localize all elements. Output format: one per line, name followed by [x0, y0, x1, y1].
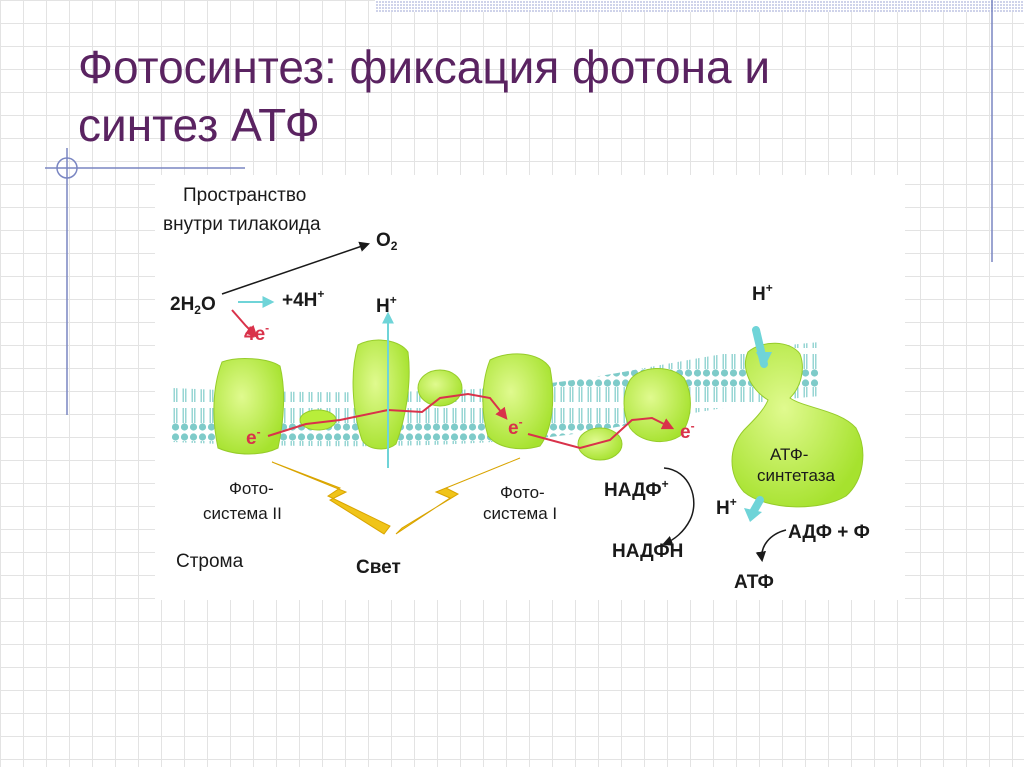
atp-label: АТФ — [734, 572, 774, 593]
o2-label: O2 — [376, 230, 398, 253]
electrons-4e-label: 4e- — [244, 321, 269, 345]
slide-title: Фотосинтез: фиксация фотона и синтез АТФ — [78, 41, 771, 151]
photosystem-2-complex — [213, 358, 285, 455]
photosystem1-label: Фото- — [500, 483, 545, 502]
atp-synthase-label: АТФ- — [770, 445, 808, 464]
light-bolt-icon — [271, 457, 521, 535]
water-label: 2H2O — [170, 294, 216, 317]
electron-ps2-label: e- — [246, 425, 261, 449]
atp-synthase-label-2: синтетаза — [757, 466, 836, 485]
plastoquinone — [299, 409, 337, 431]
nadp-label: НАДФ+ — [604, 477, 669, 501]
thylakoid-space-label: Пространство — [183, 185, 306, 206]
h-plus-bottom-label: H+ — [716, 495, 737, 519]
protons-4h-label: +4H+ — [282, 287, 324, 311]
adp-to-atp-arrow — [755, 529, 787, 563]
photosystem-1-complex — [482, 353, 554, 450]
h-plus-top-label: H+ — [752, 281, 773, 305]
thylakoid-space-label-2: внутри тилакоида — [163, 214, 321, 235]
plastocyanin — [417, 369, 463, 407]
photosystem1-label-2: система I — [483, 504, 557, 523]
decorative-top-strip — [375, 0, 1024, 12]
atp-synthase — [731, 342, 864, 508]
nadp-reduction-arrow — [662, 467, 695, 546]
cytochrome-complex — [352, 339, 410, 450]
nadph-label: НАДФН — [612, 541, 683, 562]
electron-fnr-label: e- — [680, 419, 695, 443]
adp-label: АДФ + Ф — [788, 522, 870, 543]
light-label: Свет — [356, 557, 401, 578]
photosystem2-label: Фото- — [229, 479, 274, 498]
electron-ps1-label: e- — [508, 415, 523, 439]
stroma-label: Строма — [176, 551, 244, 572]
electron-transport-path — [231, 309, 675, 450]
oxygen-release-arrow — [221, 241, 370, 295]
ferredoxin — [577, 427, 623, 461]
h-plus-cytochrome-label: H+ — [376, 293, 397, 317]
proton-flow-arrows — [238, 296, 772, 522]
photosystem2-label-2: система II — [203, 504, 282, 523]
